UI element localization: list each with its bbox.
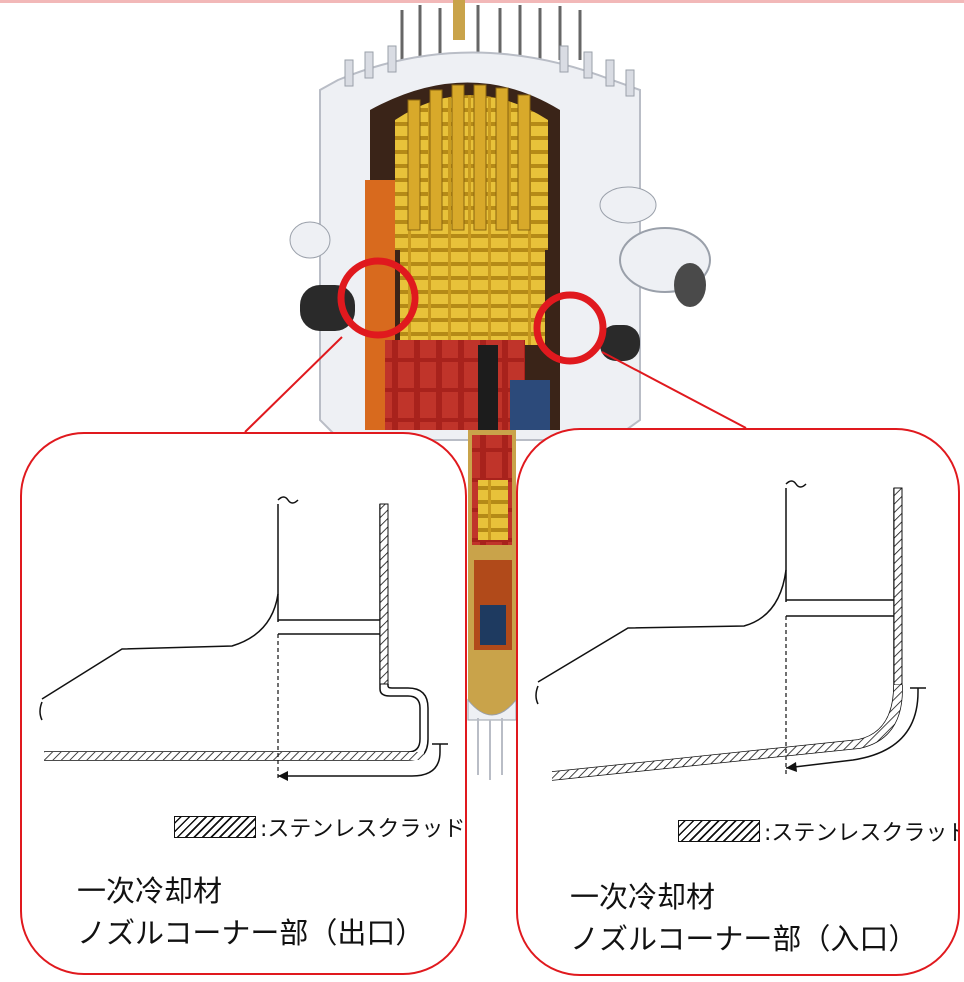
hatch-swatch [678,820,760,842]
reactor-core-fuel [385,340,525,430]
cladding-legend-label: :ステンレスクラッド [260,817,466,842]
right-nozzle-bore [674,263,706,307]
lower-support-detail [480,605,506,645]
core-barrel-panel [510,380,550,430]
cladding-legend: :ステンレスクラッド [678,815,960,847]
inlet-nozzle-corner-panel: :ステンレスクラッド 一次冷却材 ノズルコーナー部（入口） [516,428,960,976]
inlet-caption: 一次冷却材 ノズルコーナー部（入口） [570,876,917,960]
lower-lattice [478,480,508,540]
left-nozzle-small [289,221,331,259]
outlet-callout-line [244,336,343,433]
caption-line-2: ノズルコーナー部（出口） [77,916,425,950]
right-nozzle-small [599,186,657,224]
top-accent-bar [0,0,964,3]
cladding-legend: :ステンレスクラッド [174,811,465,843]
inlet-nozzle-highlight [533,291,607,365]
caption-line-2: ノズルコーナー部（入口） [570,922,918,956]
outlet-caption: 一次冷却材 ノズルコーナー部（出口） [77,870,424,954]
cladding-legend-label: :ステンレスクラッド [764,821,960,846]
instrument-tubes [477,718,503,780]
outlet-nozzle-section-drawing [39,496,448,781]
caption-line-1: 一次冷却材 [570,880,716,914]
control-rod-drive-rods [400,5,582,60]
inlet-callout-line [601,351,747,429]
left-nozzle-pipe [300,285,355,331]
inlet-nozzle-section-drawing [535,480,926,781]
caption-line-1: 一次冷却材 [77,874,223,908]
head-flange-bolts [344,45,635,97]
right-nozzle-pipe [600,325,640,361]
core-central-channel [478,345,498,430]
upper-core-plate [400,245,545,345]
central-rod [453,0,465,40]
guide-tubes [407,84,531,231]
hatch-swatch [174,816,256,838]
outlet-nozzle-corner-panel: :ステンレスクラッド 一次冷却材 ノズルコーナー部（出口） [20,432,467,975]
outlet-nozzle-highlight [337,257,419,339]
